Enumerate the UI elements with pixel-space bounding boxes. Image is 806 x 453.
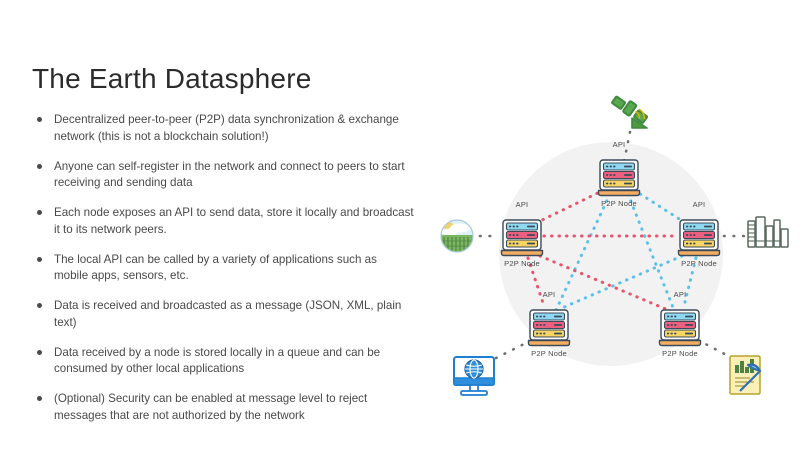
node-api-label: API: [542, 290, 556, 299]
network-topology-diagram: API P2P Node API P2P Node API P2P Node A…: [432, 78, 806, 418]
node-api-label: API: [673, 290, 687, 299]
node-api-label: API: [515, 200, 529, 209]
peer-link-top-bottomleft: [554, 192, 612, 312]
list-item: Anyone can self-register in the network …: [36, 159, 414, 192]
node-peer-label: P2P Node: [681, 259, 717, 268]
external-links-group: [478, 130, 752, 362]
peer-link-left-bottomleft: [526, 256, 546, 308]
data-mining-document-icon: [729, 355, 762, 395]
list-item: Decentralized peer-to-peer (P2P) data sy…: [36, 112, 414, 145]
bullet-dot-icon: [37, 117, 42, 122]
bullet-dot-icon: [37, 163, 42, 169]
node-peer-label: P2P Node: [601, 199, 637, 208]
books-icon: [747, 216, 789, 248]
bullet-dot-icon: [37, 303, 42, 308]
bullet-dot-icon: [37, 256, 42, 262]
node-peer-label: P2P Node: [662, 349, 698, 358]
peer-link-right-bottomleft: [560, 254, 684, 310]
list-item-text: The local API can be called by a variety…: [54, 252, 377, 283]
bullet-dot-icon: [37, 396, 42, 401]
list-item-text: Data is received and broadcasted as a me…: [54, 299, 402, 329]
peer-links-group: [526, 188, 698, 312]
bullet-list: Decentralized peer-to-peer (P2P) data sy…: [36, 112, 414, 438]
list-item: (Optional) Security can be enabled at me…: [36, 391, 414, 424]
list-item: Each node exposes an API to send data, s…: [36, 205, 414, 238]
node-api-label: API: [692, 200, 706, 209]
list-item-text: (Optional) Security can be enabled at me…: [54, 392, 368, 422]
diagram-canvas: [440, 95, 789, 396]
node-api-label: API: [612, 140, 626, 149]
list-item-text: Decentralized peer-to-peer (P2P) data sy…: [54, 113, 399, 143]
page-title: The Earth Datasphere: [32, 62, 312, 94]
list-item: Data received by a node is stored locall…: [36, 345, 414, 378]
peer-link-top-bottomright: [626, 192, 676, 312]
desktop-monitor-globe-icon: [453, 356, 495, 396]
peer-link-right-bottomright: [682, 256, 698, 308]
bullet-dot-icon: [37, 349, 42, 355]
satellite-icon: [611, 95, 648, 129]
node-peer-label: P2P Node: [504, 259, 540, 268]
external-link-monitor: [494, 338, 534, 360]
list-item-text: Data received by a node is stored locall…: [54, 345, 381, 376]
list-item-text: Each node exposes an API to send data, s…: [54, 206, 414, 236]
farm-field-globe-icon: [440, 219, 474, 253]
node-peer-label: P2P Node: [531, 349, 567, 358]
list-item: Data is received and broadcasted as a me…: [36, 298, 414, 331]
peer-link-top-left: [536, 188, 606, 224]
bullet-dot-icon: [37, 210, 42, 215]
peer-link-top-right: [632, 188, 686, 224]
list-item-text: Anyone can self-register in the network …: [54, 159, 405, 190]
list-item: The local API can be called by a variety…: [36, 252, 414, 285]
peer-link-left-bottomright: [538, 254, 670, 312]
